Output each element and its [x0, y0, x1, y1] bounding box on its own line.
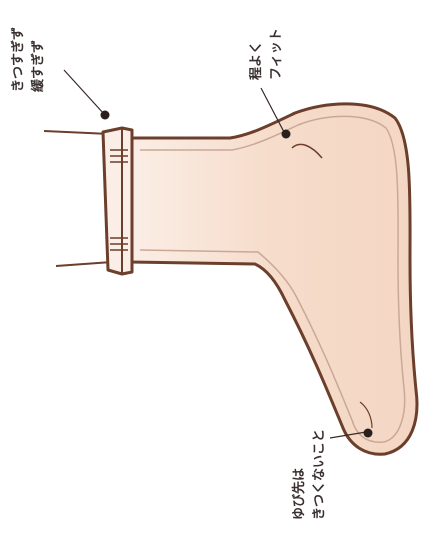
toe-marker-dot — [364, 429, 373, 438]
cuff-leader-line — [64, 70, 104, 114]
cuff-marker-dot — [101, 111, 110, 120]
toe-label-line1: ゆび先は — [291, 468, 307, 520]
cuff-label-line1: きつすぎず — [10, 27, 26, 92]
fit-label-line1: 程よく — [249, 41, 264, 80]
sock-body — [128, 104, 417, 454]
fit-label-line2: フィット — [269, 28, 284, 80]
leg-line-bottom — [56, 262, 112, 266]
leg-line-top — [44, 131, 110, 134]
toe-label-line2: きつくないこと — [312, 429, 327, 520]
cuff-label-line2: 緩すぎず — [30, 40, 46, 92]
fit-marker-dot — [282, 130, 291, 139]
